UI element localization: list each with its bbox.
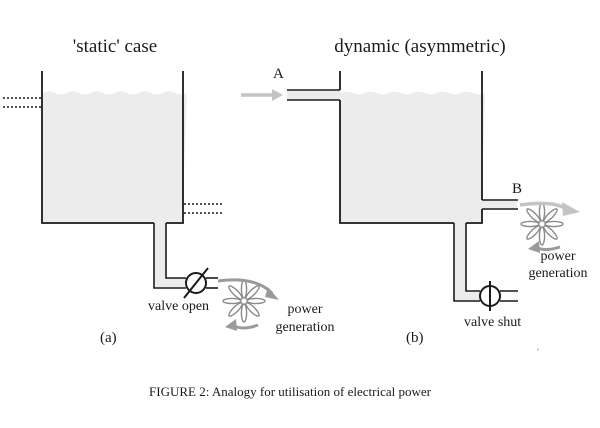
outlet-label-b: B — [512, 181, 522, 197]
drain-pipe-a-inner — [165, 223, 186, 279]
panel-a-tag: (a) — [100, 330, 117, 346]
power-label-b: power — [541, 249, 576, 264]
valve-open-icon[interactable] — [183, 267, 209, 299]
tank-a-wall-left — [41, 71, 154, 224]
valve-b-label: valve shut — [464, 315, 521, 330]
power-label-a: power — [288, 302, 323, 317]
panel-b-title: dynamic (asymmetric) — [334, 36, 505, 57]
panel-b-dynamic: dynamic (asymmetric) A B power ge — [241, 36, 588, 351]
tank-a-water — [43, 91, 188, 287]
valve-shut-icon[interactable] — [479, 281, 501, 311]
inlet-label-a: A — [273, 66, 284, 82]
turbine-b-icon — [520, 202, 564, 246]
tank-b-water — [287, 91, 517, 301]
panel-a-static: 'static' case valve open — [3, 36, 335, 346]
generation-label-a: generation — [275, 320, 334, 335]
valve-a-label: valve open — [148, 299, 209, 314]
figure-caption: FIGURE 2: Analogy for utilisation of ele… — [149, 384, 432, 399]
drain-pipe-b-outer — [453, 223, 480, 302]
panel-a-title: 'static' case — [73, 36, 157, 57]
tank-a-wall-right — [166, 71, 184, 224]
tank-b-wall-left — [339, 100, 454, 224]
panel-b-tag: (b) — [406, 330, 424, 346]
drain-pipe-b-inner — [465, 223, 480, 292]
drain-pipe-a-outer — [153, 223, 186, 289]
turbine-a-icon — [222, 279, 266, 323]
generation-label-b: generation — [528, 266, 587, 281]
